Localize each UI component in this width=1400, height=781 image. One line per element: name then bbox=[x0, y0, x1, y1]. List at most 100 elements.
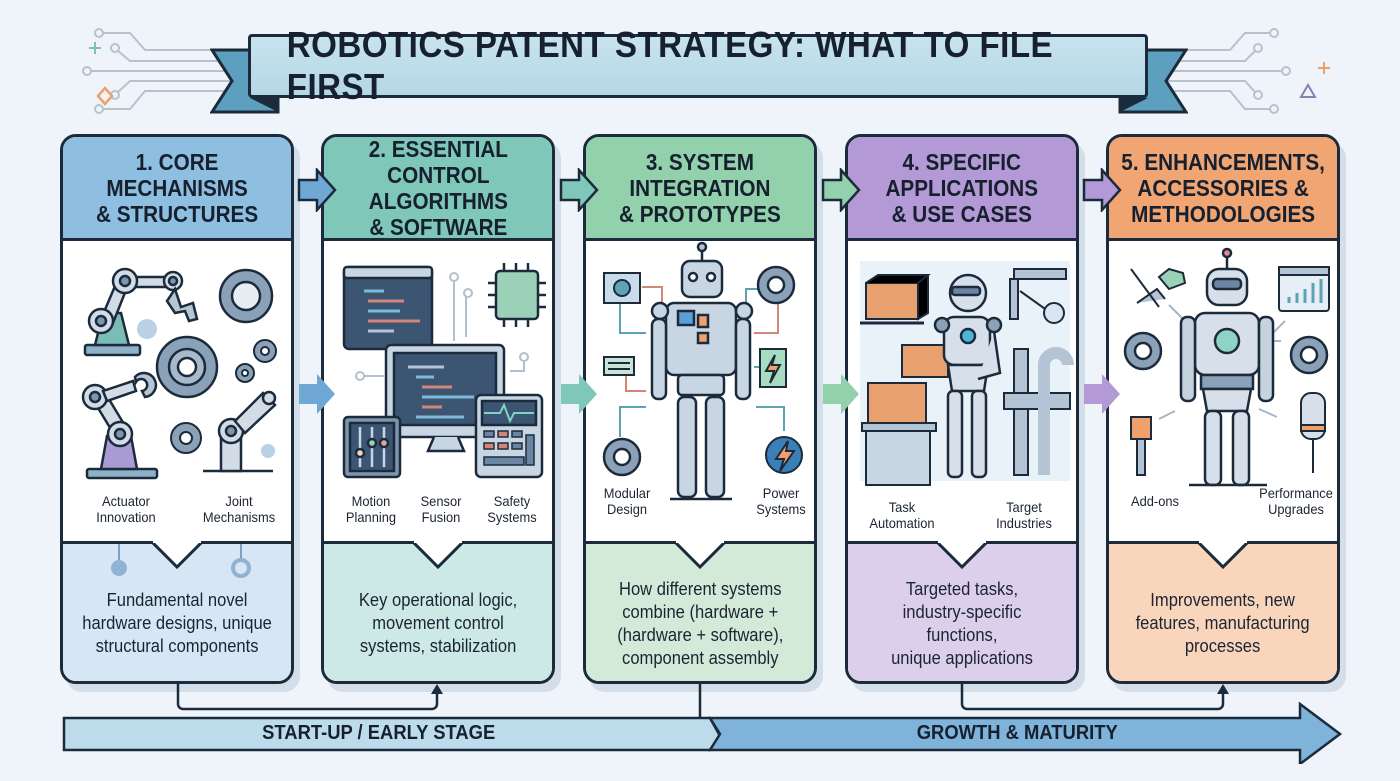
title-banner: ROBOTICS PATENT STRATEGY: WHAT TO FILE F… bbox=[248, 24, 1148, 107]
arrow-right-icon bbox=[1084, 374, 1120, 414]
oscilloscope-icon bbox=[474, 393, 544, 479]
mixer-sliders-icon bbox=[342, 415, 402, 479]
gear-icon bbox=[218, 268, 274, 324]
warehouse-robot-illustration bbox=[860, 261, 1074, 486]
stage-illustration: Task Automation Target Industries bbox=[848, 241, 1076, 544]
arrow-right-icon bbox=[297, 168, 337, 212]
timeline-growth-arrow bbox=[707, 702, 1342, 764]
caption-modular-design: Modular Design bbox=[603, 485, 651, 517]
stage-header: 2. ESSENTIAL CONTROL ALGORITHMS & SOFTWA… bbox=[324, 137, 552, 241]
box-icon bbox=[867, 382, 927, 424]
arrow-right-icon bbox=[1082, 168, 1122, 212]
notch-pointer bbox=[151, 541, 203, 569]
stage-title: 3. SYSTEM INTEGRATION & PROTOTYPES bbox=[619, 148, 781, 227]
robotic-arm-icon bbox=[83, 267, 199, 357]
caption-power-systems: Power Systems bbox=[756, 485, 806, 517]
robotic-arm-gears-illustration bbox=[81, 267, 277, 480]
circuit-trace-icon bbox=[355, 272, 529, 381]
stage-illustration: Add-ons Performance Upgrades bbox=[1109, 241, 1337, 544]
gear-icon bbox=[1289, 335, 1329, 375]
notch-pointer bbox=[412, 541, 464, 569]
timeline-label-growth: GROWTH & MATURITY bbox=[916, 722, 1118, 744]
robotic-arm-icon bbox=[81, 371, 159, 480]
blueprint-icon bbox=[603, 272, 641, 304]
caption-target-industries: Target Industries bbox=[996, 499, 1052, 531]
stage-description-panel: How different systems combine (hardware … bbox=[586, 541, 814, 681]
chart-screen-icon bbox=[1278, 266, 1330, 312]
stage-description: Targeted tasks, industry-specific functi… bbox=[891, 578, 1033, 668]
stage-card-core-mechanisms: 1. CORE MECHANISMS & STRUCTURES bbox=[60, 134, 294, 684]
connection-lines bbox=[1158, 304, 1286, 420]
arrow-right-icon bbox=[559, 168, 599, 212]
stage-card-specific-applications: 4. SPECIFIC APPLICATIONS & USE CASES Tas… bbox=[845, 134, 1079, 684]
stage-description-panel: Fundamental novel hardware designs, uniq… bbox=[63, 541, 291, 681]
stage-title: 4. SPECIFIC APPLICATIONS & USE CASES bbox=[885, 148, 1039, 227]
timeline-label-early-stage: START-UP / EARLY STAGE bbox=[262, 722, 496, 744]
caption-task-automation: Task Automation bbox=[869, 499, 935, 531]
accessory-icon bbox=[1157, 267, 1187, 291]
box-icon bbox=[860, 274, 931, 325]
stage-title: 1. CORE MECHANISMS & STRUCTURES bbox=[95, 148, 259, 227]
notch-pointer bbox=[936, 541, 988, 569]
robotic-hand-icon bbox=[1130, 416, 1152, 476]
caption-joint-mechanisms: Joint Mechanisms bbox=[202, 493, 276, 525]
gear-icon bbox=[1123, 331, 1163, 371]
stage-title: 2. ESSENTIAL CONTROL ALGORITHMS & SOFTWA… bbox=[368, 135, 508, 240]
stage-title: 5. ENHANCEMENTS, ACCESSORIES & METHODOLO… bbox=[1121, 148, 1325, 227]
stage-illustration: Motion Planning Sensor Fusion Safety Sys… bbox=[324, 241, 552, 544]
stage-timeline bbox=[62, 702, 1342, 764]
pipes-icon bbox=[1003, 347, 1074, 476]
sensor-probe-icon bbox=[1300, 392, 1326, 473]
robotic-arm-icon bbox=[203, 390, 277, 473]
stage-header: 4. SPECIFIC APPLICATIONS & USE CASES bbox=[848, 137, 1076, 241]
arrow-right-icon bbox=[561, 374, 597, 414]
tool-icon bbox=[1130, 268, 1166, 308]
box-icon bbox=[901, 344, 949, 378]
stage-description: Key operational logic, movement control … bbox=[358, 590, 518, 656]
stage-description-panel: Improvements, new features, manufacturin… bbox=[1109, 541, 1337, 681]
arrow-right-icon bbox=[299, 374, 335, 414]
gear-icon bbox=[137, 319, 275, 458]
robot-icon bbox=[933, 273, 1003, 479]
gear-icon bbox=[602, 437, 642, 477]
gear-icon bbox=[111, 544, 251, 578]
caption-motion-planning: Motion Planning bbox=[345, 493, 397, 525]
stage-illustration: Modular Design Power Systems bbox=[586, 241, 814, 544]
robot-icon bbox=[1179, 247, 1275, 487]
gear-icon bbox=[756, 265, 796, 305]
stage-description-panel: Targeted tasks, industry-specific functi… bbox=[848, 541, 1076, 681]
software-code-illustration bbox=[342, 263, 546, 479]
caption-safety-systems: Safety Systems bbox=[487, 493, 537, 525]
arrow-right-icon bbox=[821, 168, 861, 212]
module-card-icon bbox=[603, 356, 635, 376]
chip-icon bbox=[488, 263, 546, 327]
stage-description: Improvements, new features, manufacturin… bbox=[1136, 590, 1310, 656]
stage-description: How different systems combine (hardware … bbox=[616, 578, 784, 668]
industrial-arm-icon bbox=[1009, 268, 1067, 324]
power-bolt-icon bbox=[765, 436, 803, 474]
gear-icon bbox=[170, 339, 277, 454]
stage-description-panel: Key operational logic, movement control … bbox=[324, 541, 552, 681]
stage-description: Fundamental novel hardware designs, uniq… bbox=[82, 590, 272, 656]
caption-performance-upgrades: Performance Upgrades bbox=[1259, 485, 1333, 517]
stage-header: 3. SYSTEM INTEGRATION & PROTOTYPES bbox=[586, 137, 814, 241]
stage-card-control-algorithms: 2. ESSENTIAL CONTROL ALGORITHMS & SOFTWA… bbox=[321, 134, 555, 684]
arrow-right-icon bbox=[823, 374, 859, 414]
stage-card-system-integration: 3. SYSTEM INTEGRATION & PROTOTYPES bbox=[583, 134, 817, 684]
circuit-decoration-left bbox=[82, 28, 250, 114]
code-window-icon bbox=[342, 265, 434, 351]
caption-actuator-innovation: Actuator Innovation bbox=[96, 493, 156, 525]
battery-icon bbox=[759, 348, 787, 388]
caption-add-ons: Add-ons bbox=[1131, 493, 1179, 509]
stage-header: 5. ENHANCEMENTS, ACCESSORIES & METHODOLO… bbox=[1109, 137, 1337, 241]
robot-accessories-illustration bbox=[1123, 247, 1330, 487]
stage-illustration: Actuator Innovation Joint Mechanisms bbox=[63, 241, 291, 544]
robot-system-illustration bbox=[602, 241, 803, 501]
notch-pointer bbox=[1197, 541, 1249, 569]
stage-header: 1. CORE MECHANISMS & STRUCTURES bbox=[63, 137, 291, 241]
robot-icon bbox=[650, 241, 754, 501]
notch-pointer bbox=[674, 541, 726, 569]
caption-sensor-fusion: Sensor Fusion bbox=[420, 493, 462, 525]
machine-base-icon bbox=[861, 422, 937, 486]
stage-card-enhancements: 5. ENHANCEMENTS, ACCESSORIES & METHODOLO… bbox=[1106, 134, 1340, 684]
